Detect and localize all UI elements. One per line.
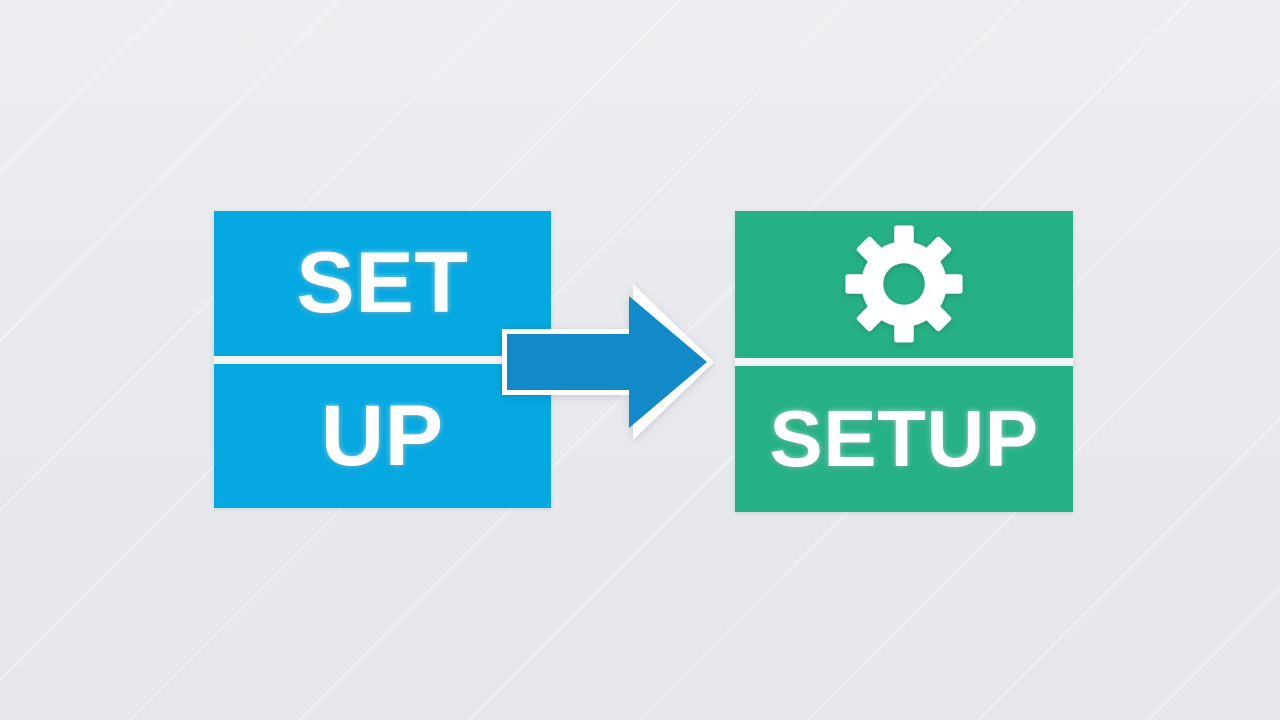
- setup-panel-top-half: [735, 211, 1073, 358]
- right-arrow-icon: [498, 280, 718, 444]
- set-up-panel-bottom-half: UP: [214, 363, 551, 508]
- setup-panel: SETUP: [735, 211, 1073, 512]
- gear-icon: [843, 223, 965, 345]
- word-set: SET: [296, 235, 469, 332]
- word-setup: SETUP: [769, 393, 1039, 483]
- setup-panel-divider: [735, 357, 1073, 366]
- set-up-panel-top-half: SET: [214, 211, 551, 356]
- set-up-panel: SET UP: [214, 211, 551, 508]
- word-up: UP: [321, 387, 444, 484]
- setup-panel-bottom-half: SETUP: [735, 365, 1073, 512]
- set-up-panel-divider: [214, 355, 551, 364]
